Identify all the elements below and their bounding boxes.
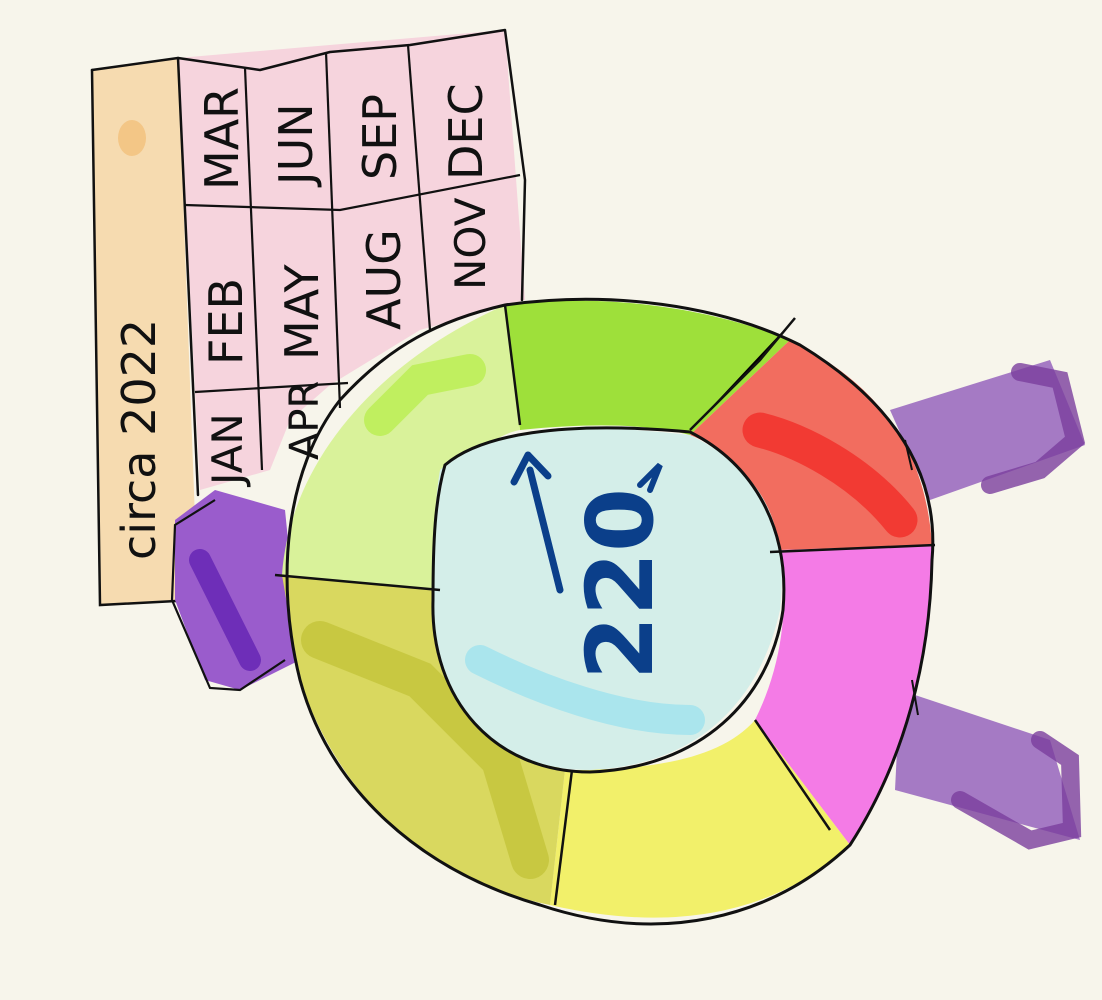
- month-jan: JAN: [203, 413, 252, 488]
- month-may: MAY: [275, 263, 329, 360]
- month-dec: DEC: [439, 83, 493, 180]
- month-apr: APR: [282, 381, 328, 460]
- dial-value-text: 220: [567, 488, 674, 680]
- calendar-frame: [90, 28, 527, 302]
- calendar: circa 2022 JAN FEB MAR APR MAY JUN AUG S…: [90, 28, 527, 607]
- foot-bottom-right: [895, 690, 1080, 840]
- calendar-header: circa 2022: [112, 319, 166, 560]
- dial: 220: [274, 297, 936, 926]
- month-aug: AUG: [357, 229, 411, 330]
- arrow-icon: [510, 451, 564, 594]
- month-feb: FEB: [199, 278, 253, 365]
- dial-feet: [170, 360, 1086, 850]
- dial-inner-outline: [431, 426, 786, 774]
- segment-pink: [755, 545, 932, 845]
- foot-left: [175, 490, 300, 690]
- month-mar: MAR: [195, 87, 249, 190]
- month-jun: JUN: [269, 103, 323, 188]
- month-nov: NOV: [446, 197, 495, 290]
- month-sep: SEP: [353, 94, 407, 180]
- foot-top-right: [890, 360, 1085, 500]
- calendar-grid-fill: [178, 30, 525, 490]
- dial-outer-outline: [285, 297, 935, 926]
- calendar-header-fill: [92, 58, 198, 605]
- dial-value: 220: [510, 451, 674, 680]
